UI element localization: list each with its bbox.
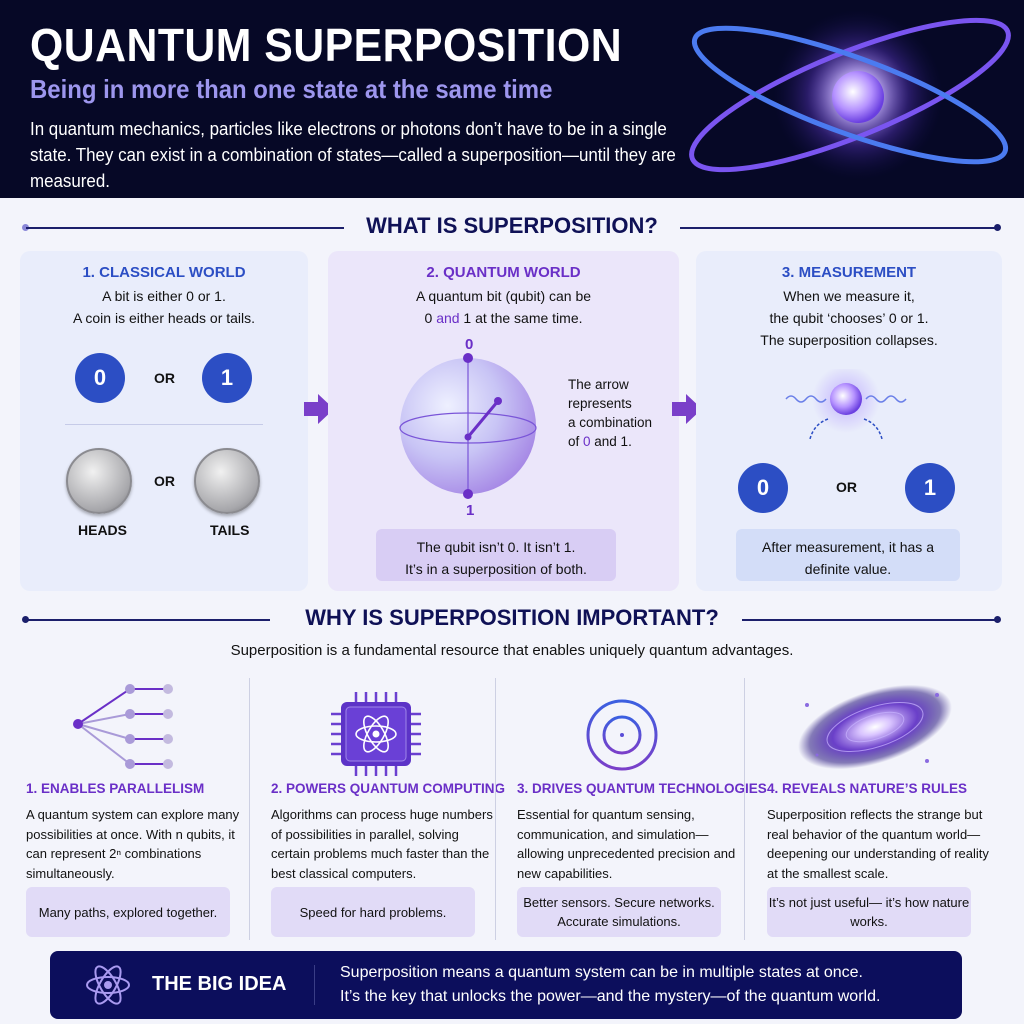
arrow-right-icon <box>304 394 334 424</box>
importance-item-technologies: 3. DRIVES QUANTUM TECHNOLOGIES Essential… <box>517 675 767 945</box>
pole-zero-label: 0 <box>465 336 474 353</box>
item-body: Algorithms can process huge numbers of p… <box>271 807 493 881</box>
page-title: QUANTUM SUPERPOSITION <box>30 19 623 71</box>
page-subtitle: Being in more than one state at the same… <box>30 74 553 104</box>
big-idea-text: Superposition means a quantum system can… <box>340 964 881 1005</box>
bit-one-circle: 1 <box>905 463 955 513</box>
bloch-sphere-icon <box>399 353 537 499</box>
coin-heads-icon <box>66 448 132 514</box>
divider <box>495 678 496 940</box>
what-heading: WHAT IS SUPERPOSITION? <box>366 213 658 238</box>
importance-item-parallelism: 1. ENABLES PARALLELISM A quantum system … <box>26 675 266 945</box>
card-title: 1. CLASSICAL WORLD <box>82 264 246 281</box>
item-title: 3. DRIVES QUANTUM TECHNOLOGIES <box>517 781 767 796</box>
item-tag: Better sensors. Secure networks. Accurat… <box>517 887 721 937</box>
divider <box>65 424 263 425</box>
importance-item-nature: 4. REVEALS NATURE’S RULES Superposition … <box>767 675 1007 945</box>
heads-label: HEADS <box>78 522 128 538</box>
quantum-world-card: 2. QUANTUM WORLD A quantum bit (qubit) c… <box>328 251 679 591</box>
divider <box>744 678 745 940</box>
intro-text: In quantum mechanics, particles like ele… <box>30 119 676 191</box>
divider <box>249 678 250 940</box>
collapsing-particle-icon <box>785 369 907 440</box>
quantum-note: The qubit isn’t 0. It isn’t 1.It’s in a … <box>376 529 616 581</box>
importance-item-computing: 2. POWERS QUANTUM COMPUTING Algorithms c… <box>271 675 511 945</box>
branching-paths-icon <box>73 684 173 769</box>
why-heading: WHY IS SUPERPOSITION IMPORTANT? <box>305 605 719 630</box>
crosshair-target-icon <box>579 692 665 778</box>
item-body: Essential for quantum sensing, communica… <box>517 807 736 881</box>
item-tag: It’s not just useful— it’s how nature wo… <box>767 887 971 937</box>
atom-icon <box>86 965 130 1005</box>
divider <box>314 965 315 1005</box>
item-body: A quantum system can explore many possib… <box>26 807 240 881</box>
classical-world-card: 1. CLASSICAL WORLD A bit is either 0 or … <box>20 251 308 591</box>
tails-label: TAILS <box>210 522 250 538</box>
coin-tails-icon <box>194 448 260 514</box>
pole-one-label: 1 <box>466 502 475 519</box>
measurement-card: 3. MEASUREMENT When we measure it,the qu… <box>696 251 1002 591</box>
bit-zero-circle: 0 <box>738 463 788 513</box>
or-label: OR <box>154 370 175 386</box>
bit-one-circle: 1 <box>202 353 252 403</box>
card-text: A bit is either 0 or 1.A coin is either … <box>72 288 256 326</box>
header-banner: QUANTUM SUPERPOSITION Being in more than… <box>0 0 1024 198</box>
galaxy-icon <box>798 684 952 770</box>
or-label: OR <box>836 479 857 495</box>
card-text: When we measure it,the qubit ‘chooses’ 0… <box>760 288 938 348</box>
card-title: 3. MEASUREMENT <box>781 264 917 281</box>
card-title: 2. QUANTUM WORLD <box>426 264 581 281</box>
bit-zero-circle: 0 <box>75 353 125 403</box>
item-tag: Speed for hard problems. <box>271 887 475 937</box>
item-title: 4. REVEALS NATURE’S RULES <box>767 781 968 796</box>
item-title: 2. POWERS QUANTUM COMPUTING <box>271 781 506 796</box>
what-section-heading: WHAT IS SUPERPOSITION? <box>0 213 1024 243</box>
why-section-heading: WHY IS SUPERPOSITION IMPORTANT? <box>0 605 1024 635</box>
item-body: Superposition reflects the strange but r… <box>767 807 989 881</box>
big-idea-banner: THE BIG IDEA Superposition means a quant… <box>50 951 962 1019</box>
or-label: OR <box>154 473 175 489</box>
arrow-right-icon <box>672 394 702 424</box>
why-subheading: Superposition is a fundamental resource … <box>230 642 794 659</box>
quantum-chip-icon <box>331 692 421 776</box>
item-title: 1. ENABLES PARALLELISM <box>26 781 205 796</box>
item-tag: Many paths, explored together. <box>26 887 230 937</box>
big-idea-label: THE BIG IDEA <box>152 973 287 995</box>
atom-orbit-glow-icon <box>689 10 1011 180</box>
